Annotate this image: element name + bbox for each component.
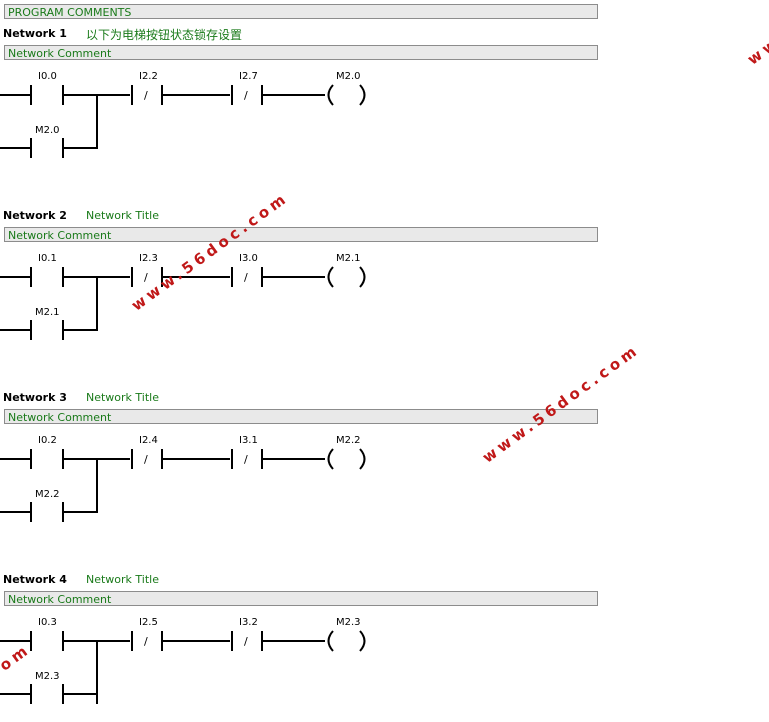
n3-nc1-address: I2.4 [139, 435, 158, 446]
network-4-ladder: I0.3 I2.5 I3.2 M2.3 M2.3 / / [0, 617, 366, 704]
n2-latch-address: M2.1 [35, 307, 60, 318]
n3-contact-address: I0.2 [38, 435, 57, 446]
network-3-ladder: I0.2 I2.4 I3.1 M2.2 M2.2 / / [0, 435, 366, 522]
n4-nc1-address: I2.5 [139, 617, 158, 628]
n3-nc2-address: I3.1 [239, 435, 258, 446]
network-4-title[interactable]: Network Title [86, 573, 159, 586]
network-2-ladder: I0.1 I2.3 I3.0 M2.1 M2.1 / / [0, 253, 366, 340]
network-2-label[interactable]: Network 2 [3, 209, 67, 222]
n1-latch-address: M2.0 [35, 125, 60, 136]
network-2-title[interactable]: Network Title [86, 209, 159, 222]
n3-nc2-slash: / [244, 453, 248, 466]
n2-contact-address: I0.1 [38, 253, 57, 264]
n4-nc2-address: I3.2 [239, 617, 258, 628]
network-1-comment[interactable]: Network Comment [4, 45, 598, 60]
n1-contact-address: I0.0 [38, 71, 57, 82]
network-1-ladder: I0.0 I2.2 I2.7 M2.0 M2.0 / / [0, 71, 366, 158]
n3-nc1-slash: / [144, 453, 148, 466]
n2-nc1-address: I2.3 [139, 253, 158, 264]
n2-nc1-slash: / [144, 271, 148, 284]
n1-nc2-address: I2.7 [239, 71, 258, 82]
network-4-comment[interactable]: Network Comment [4, 591, 598, 606]
watermark-top-right-fragment: ww [744, 33, 769, 69]
n3-latch-address: M2.2 [35, 489, 60, 500]
network-1-label[interactable]: Network 1 [3, 27, 67, 40]
n4-contact-address: I0.3 [38, 617, 57, 628]
program-comments-bar[interactable]: PROGRAM COMMENTS [4, 4, 598, 19]
n4-latch-address: M2.3 [35, 671, 60, 682]
n4-nc1-slash: / [144, 635, 148, 648]
network-4-label[interactable]: Network 4 [3, 573, 67, 586]
n2-nc2-address: I3.0 [239, 253, 258, 264]
n1-nc1-address: I2.2 [139, 71, 158, 82]
network-3-comment[interactable]: Network Comment [4, 409, 598, 424]
n2-coil-address: M2.1 [336, 253, 361, 264]
n4-nc2-slash: / [244, 635, 248, 648]
n4-coil-address: M2.3 [336, 617, 361, 628]
network-3-label[interactable]: Network 3 [3, 391, 67, 404]
network-1-title[interactable]: 以下为电梯按钮状态锁存设置 [86, 28, 243, 42]
network-3-title[interactable]: Network Title [86, 391, 159, 404]
n2-nc2-slash: / [244, 271, 248, 284]
network-2-comment[interactable]: Network Comment [4, 227, 598, 242]
n1-nc1-slash: / [144, 89, 148, 102]
n1-coil-address: M2.0 [336, 71, 361, 82]
n1-nc2-slash: / [244, 89, 248, 102]
n3-coil-address: M2.2 [336, 435, 361, 446]
